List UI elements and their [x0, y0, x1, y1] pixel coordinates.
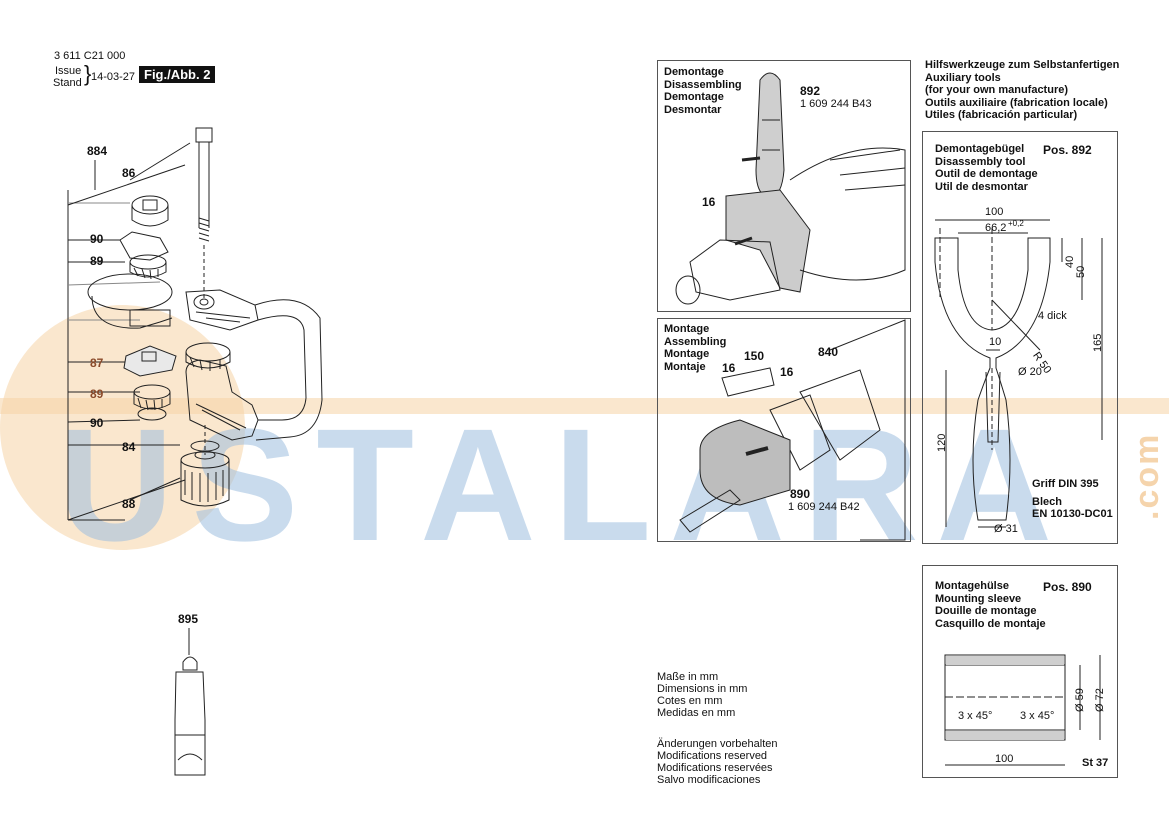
- callout-90-top: 90: [90, 232, 104, 246]
- dimensions-note: Maße in mm Dimensions in mm Cotes en mm …: [657, 671, 748, 719]
- tool-892-material: EN 10130-DC01: [1032, 508, 1113, 520]
- tool-892-pos: Pos. 892: [1043, 143, 1092, 157]
- disassembly-callout-16: 16: [702, 195, 716, 209]
- dim-d72: Ø 72: [1094, 688, 1106, 712]
- doc-number: 3 611 C21 000: [54, 50, 126, 62]
- dim-66: 66,2: [985, 222, 1007, 234]
- dim-thick: 4 dick: [1038, 310, 1067, 322]
- tool-890-pos: Pos. 890: [1043, 580, 1092, 594]
- callout-84: 84: [122, 440, 136, 454]
- assembly-callout-150: 150: [744, 349, 765, 363]
- disassembly-title: Demontage Disassembling Demontage Desmon…: [664, 66, 742, 116]
- tool-892-box: [922, 131, 1118, 544]
- callout-88: 88: [122, 497, 136, 511]
- tool-892-number: 892: [800, 84, 821, 98]
- aux-tools-title: Hilfswerkzeuge zum Selbstanfertigen Auxi…: [925, 59, 1120, 121]
- callout-90-bottom: 90: [90, 416, 104, 430]
- disassembly-panel: [657, 60, 911, 312]
- assembly-callout-16b: 16: [780, 365, 794, 379]
- assembly-panel: [657, 318, 911, 542]
- tool-890-part: 1 609 244 B42: [788, 501, 860, 513]
- tool-890-number: 890: [790, 487, 811, 501]
- tool-892-griff: Griff DIN 395: [1032, 478, 1099, 490]
- watermark-stripe: [0, 398, 1169, 414]
- callout-89-top: 89: [90, 254, 104, 268]
- stand-label: Stand: [53, 77, 82, 89]
- issue-date: 14-03-27: [91, 71, 136, 83]
- dim-120: 120: [936, 433, 948, 452]
- tool-892-blech: Blech: [1032, 496, 1062, 508]
- callout-895: 895: [178, 612, 199, 626]
- tool-890-title: Montagehülse Mounting sleeve Douille de …: [935, 580, 1046, 630]
- tool-890-material: St 37: [1082, 757, 1109, 769]
- dim-len-100: 100: [995, 753, 1014, 765]
- brace: }: [84, 61, 92, 86]
- dim-d20: Ø 20: [1018, 366, 1042, 378]
- tool-892-part: 1 609 244 B43: [800, 98, 872, 110]
- dim-chamfer-right: 3 x 45°: [1020, 710, 1055, 722]
- assembly-callout-840: 840: [818, 345, 839, 359]
- callout-86: 86: [122, 166, 136, 180]
- figure-label: Fig./Abb. 2: [139, 66, 216, 83]
- dim-165: 165: [1092, 333, 1104, 352]
- dim-66-tol: +0,2: [1008, 219, 1024, 228]
- tool-890-box: [922, 565, 1118, 778]
- dim-chamfer-left: 3 x 45°: [958, 710, 993, 722]
- watermark-text: USTALARA: [58, 395, 1071, 574]
- dim-d31: Ø 31: [994, 523, 1018, 535]
- issue-label: Issue: [55, 65, 82, 77]
- dim-50: 50: [1075, 265, 1087, 278]
- dim-10: 10: [989, 336, 1002, 348]
- callout-89-bottom: 89: [90, 387, 104, 401]
- assembly-title: Montage Assembling Montage Montaje: [664, 323, 727, 373]
- tool-892-title: Demontagebügel Disassembly tool Outil de…: [935, 143, 1038, 193]
- dim-100: 100: [985, 206, 1004, 218]
- changes-note: Änderungen vorbehalten Modifications res…: [657, 738, 778, 786]
- callout-87: 87: [90, 356, 104, 370]
- dim-d59: Ø 59: [1074, 688, 1086, 712]
- watermark-circle: [0, 305, 245, 550]
- callout-884: 884: [87, 144, 108, 158]
- assembly-callout-16a: 16: [722, 361, 736, 375]
